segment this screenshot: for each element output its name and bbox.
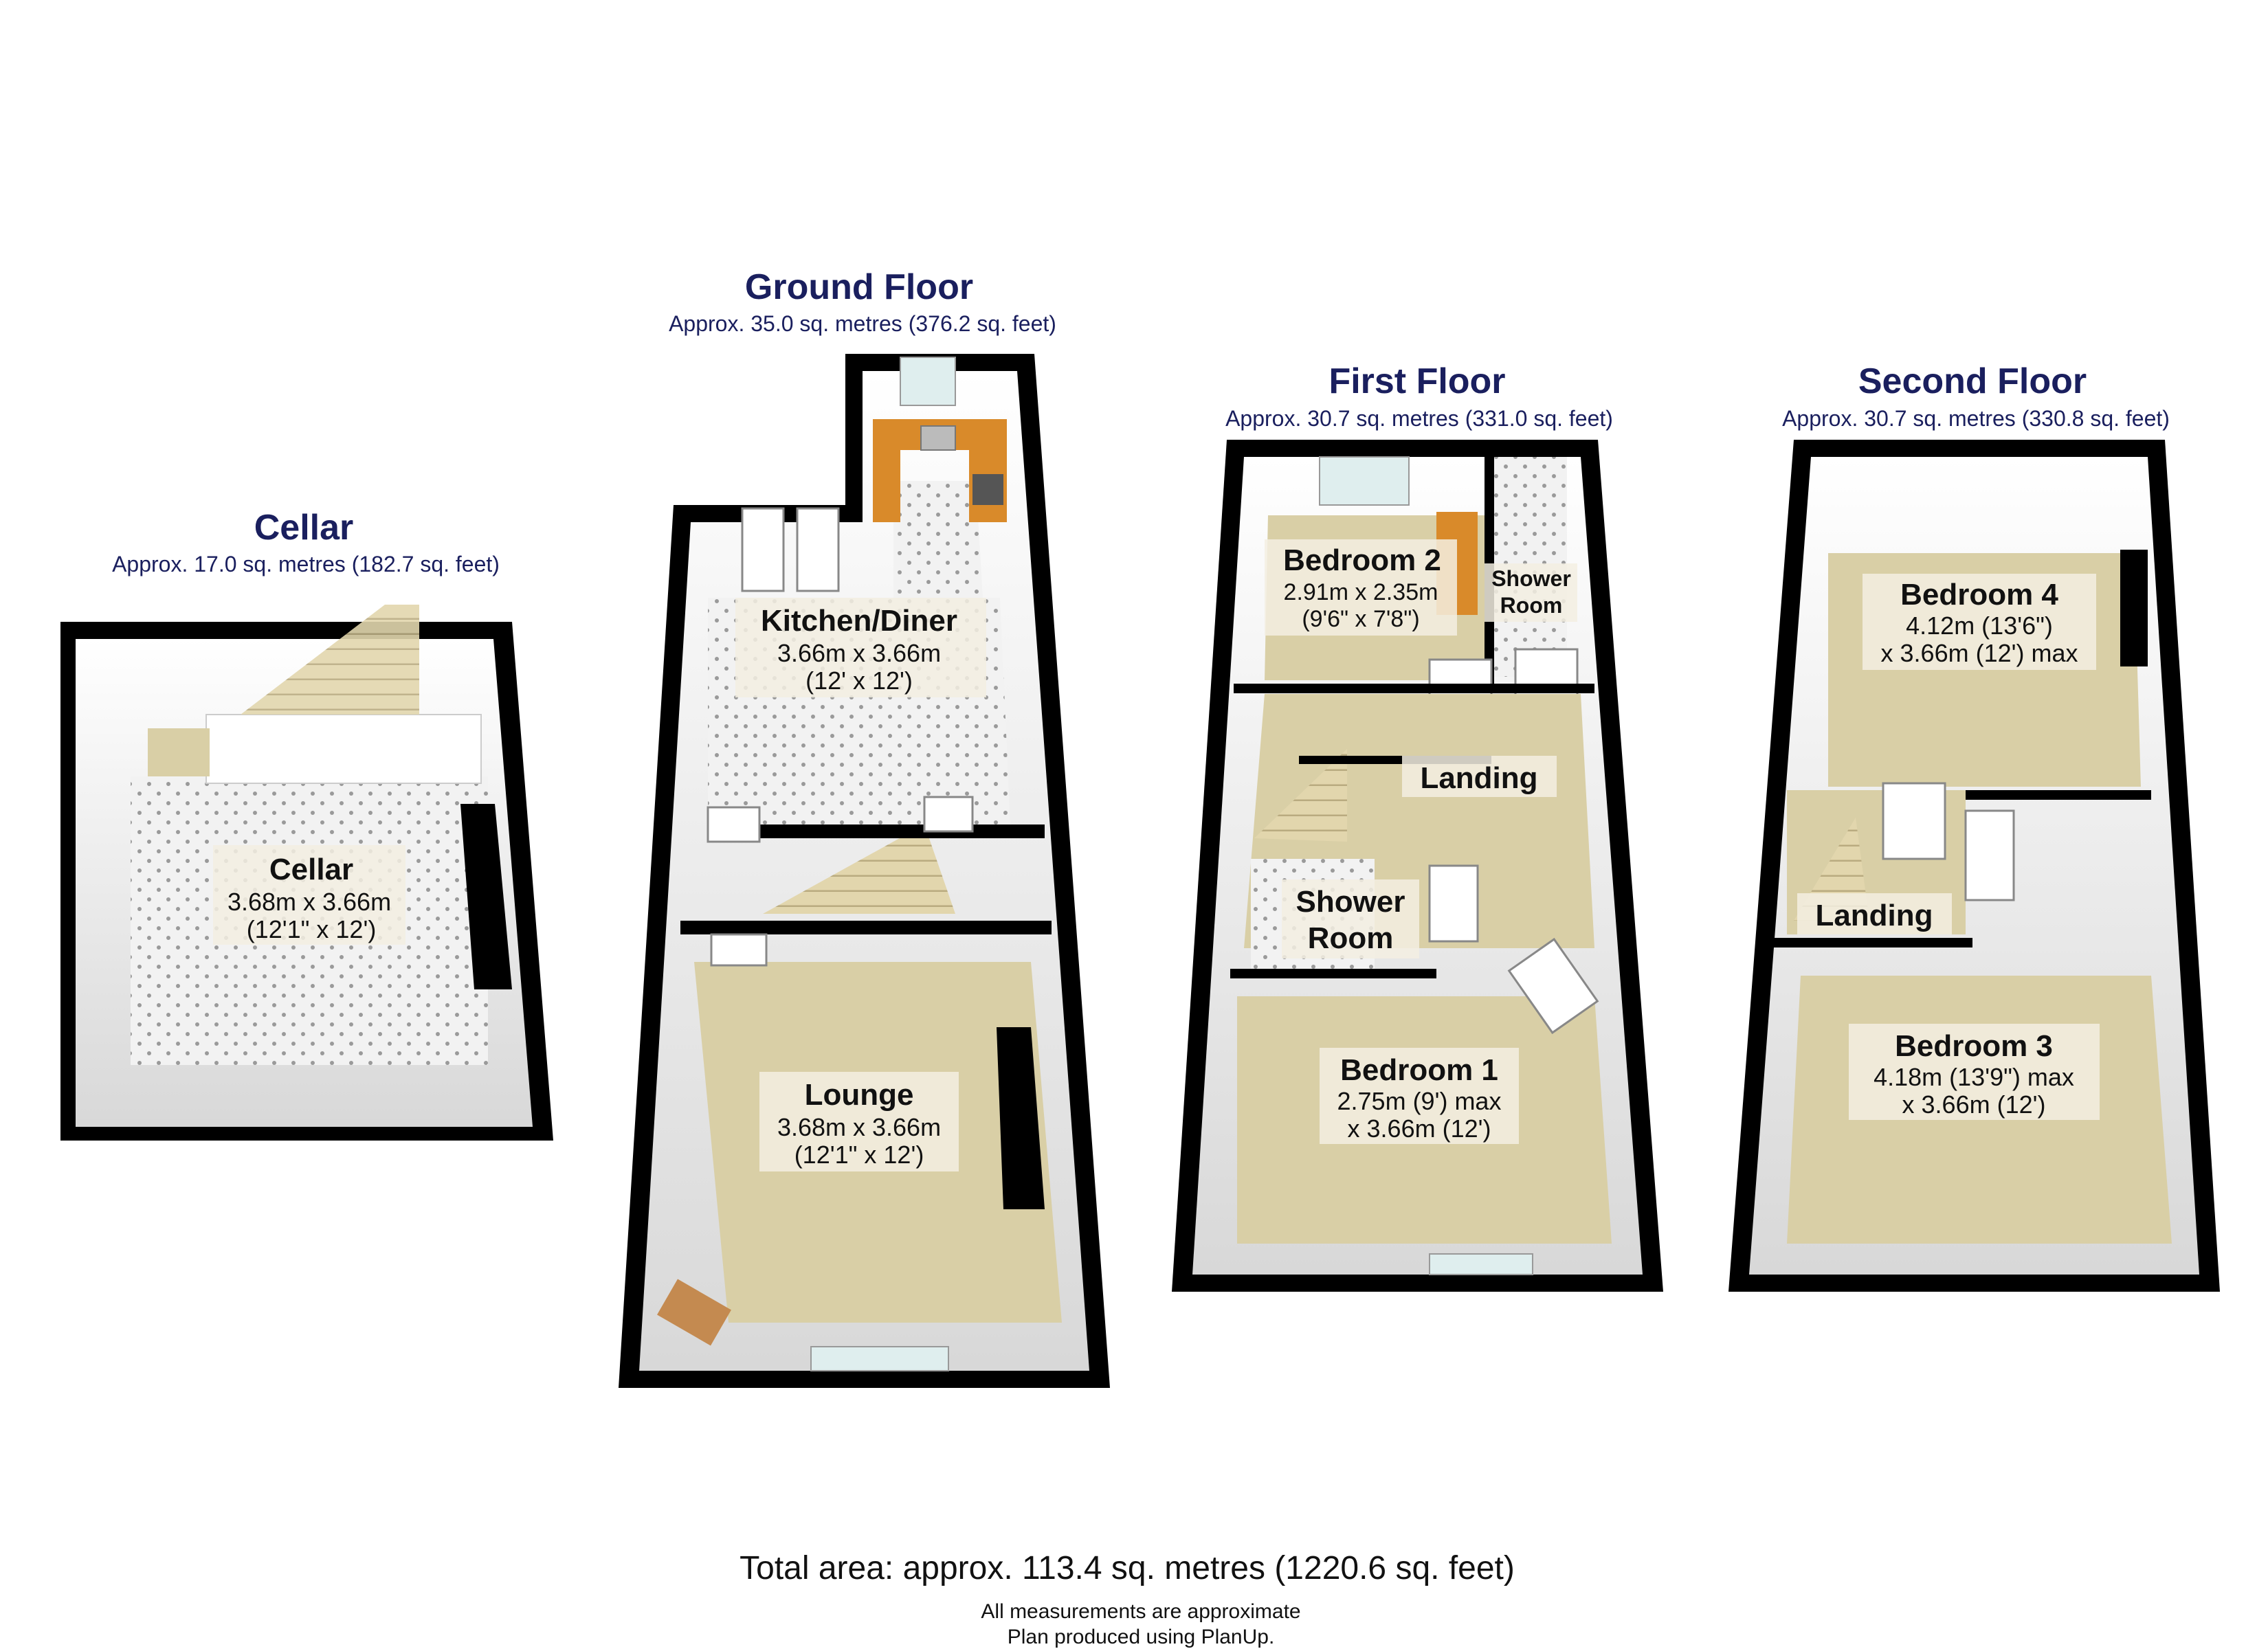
first-landing-label-bg bbox=[1402, 756, 1557, 797]
shower-lower-wall bbox=[1230, 969, 1436, 978]
bedroom4-room-dim1: 4.12m (13'6") bbox=[1906, 612, 2053, 640]
bedroom4-door bbox=[1882, 782, 1946, 860]
bedroom2-room-dim2: (9'6" x 7'8") bbox=[1302, 606, 1419, 632]
first-landing-wall bbox=[1234, 684, 1594, 693]
kitchen-galley-tiles bbox=[893, 481, 983, 598]
footer-note-measurements: All measurements are approximate bbox=[981, 1600, 1300, 1623]
cellar-chimney-breast bbox=[460, 804, 512, 989]
radiator-kitchen-right bbox=[923, 796, 974, 833]
cellar-room-name: Cellar bbox=[269, 853, 353, 886]
second-landing-name: Landing bbox=[1815, 899, 1933, 932]
bedroom4-room-name: Bedroom 4 bbox=[1900, 578, 2058, 612]
ground-floor bbox=[619, 354, 1110, 1388]
kitchen-sink bbox=[920, 425, 956, 451]
bedroom3-room-dim2: x 3.66m (12') bbox=[1902, 1090, 2046, 1119]
cellar-area: Approx. 17.0 sq. metres (182.7 sq. feet) bbox=[112, 552, 500, 576]
bedroom2-room-name: Bedroom 2 bbox=[1283, 543, 1441, 577]
lounge-chimney-breast bbox=[997, 1027, 1045, 1209]
shower-top-name: Shower bbox=[1491, 566, 1571, 591]
bedroom1-door bbox=[1507, 937, 1599, 1035]
bedroom4-wall-right bbox=[2120, 550, 2148, 666]
kitchen-hob bbox=[972, 474, 1003, 505]
cellar-room-dim2: (12'1" x 12') bbox=[247, 915, 377, 943]
shower-lower-door bbox=[1428, 864, 1479, 943]
bedroom1-label-bg bbox=[1320, 1048, 1519, 1144]
shower-top-label-bg bbox=[1485, 563, 1577, 622]
bedroom4-label-bg bbox=[1863, 574, 2096, 670]
lounge-front-door bbox=[657, 1279, 731, 1346]
kitchen-window bbox=[900, 357, 956, 406]
second-landing-wall bbox=[1773, 938, 1972, 947]
patio-door-left bbox=[741, 507, 785, 592]
ground-dividing-wall bbox=[680, 921, 1052, 934]
lounge-label-bg bbox=[759, 1072, 959, 1171]
bedroom4-room-dim2: x 3.66m (12') max bbox=[1881, 639, 2078, 667]
lounge-bay-window bbox=[810, 1346, 949, 1371]
second-title: Second Floor bbox=[1858, 361, 2087, 401]
shower-top-name2: Room bbox=[1500, 593, 1563, 618]
bedroom3-room-dim1: 4.18m (13'9") max bbox=[1874, 1063, 2074, 1091]
cellar-stair-landing bbox=[148, 728, 210, 776]
first-stairs bbox=[1254, 749, 1347, 842]
lounge-room-name: Lounge bbox=[805, 1078, 914, 1112]
footer-note-planup: Plan produced using PlanUp. bbox=[1008, 1626, 1275, 1648]
first-landing-name: Landing bbox=[1420, 761, 1537, 795]
first-title: First Floor bbox=[1328, 361, 1505, 401]
kitchen-room-dim2: (12' x 12') bbox=[805, 666, 913, 695]
bedroom3-wall-top bbox=[1966, 790, 2151, 800]
shower-lower-name2: Room bbox=[1308, 921, 1394, 955]
bedroom2-label-bg bbox=[1265, 539, 1457, 636]
radiator-lounge bbox=[710, 933, 768, 967]
ground-title: Ground Floor bbox=[745, 267, 973, 307]
kitchen-room-name: Kitchen/Diner bbox=[761, 604, 957, 638]
second-landing-label-bg bbox=[1797, 893, 1952, 934]
second-area: Approx. 30.7 sq. metres (330.8 sq. feet) bbox=[1782, 406, 2170, 431]
bedroom3-label-bg bbox=[1849, 1024, 2100, 1120]
ground-stairs bbox=[763, 824, 955, 914]
lounge-room-dim1: 3.68m x 3.66m bbox=[777, 1113, 941, 1141]
bedroom1-room-dim1: 2.75m (9') max bbox=[1337, 1087, 1502, 1115]
ground-area: Approx. 35.0 sq. metres (376.2 sq. feet) bbox=[669, 311, 1056, 336]
second-floor bbox=[1728, 440, 2220, 1292]
bedroom1-window bbox=[1429, 1253, 1533, 1275]
radiator-kitchen-left bbox=[707, 806, 761, 843]
bedroom2-room-dim1: 2.91m x 2.35m bbox=[1284, 579, 1438, 605]
bedroom1-room-dim2: x 3.66m (12') bbox=[1348, 1114, 1491, 1143]
total-area: Total area: approx. 113.4 sq. metres (12… bbox=[740, 1550, 1515, 1586]
cellar-label-bg bbox=[213, 845, 405, 945]
cellar-room-dim1: 3.68m x 3.66m bbox=[227, 888, 391, 916]
bedroom2-window bbox=[1319, 456, 1410, 506]
kitchen-label-bg bbox=[735, 598, 986, 697]
bedroom3-door bbox=[1964, 809, 2015, 901]
kitchen-room-dim1: 3.66m x 3.66m bbox=[777, 639, 941, 667]
first-area: Approx. 30.7 sq. metres (331.0 sq. feet) bbox=[1225, 406, 1613, 431]
shower-lower-name: Shower bbox=[1296, 885, 1405, 919]
shower-lower-label-bg bbox=[1282, 879, 1419, 958]
cellar-stairs bbox=[241, 605, 419, 715]
patio-door-right bbox=[796, 507, 840, 592]
cellar-back-wall bbox=[205, 714, 482, 784]
cellar-floor bbox=[60, 605, 553, 1141]
bedroom3-room-name: Bedroom 3 bbox=[1895, 1029, 2053, 1063]
lounge-room-dim2: (12'1" x 12') bbox=[794, 1141, 924, 1169]
cellar-title: Cellar bbox=[254, 508, 354, 548]
bedroom1-room-name: Bedroom 1 bbox=[1340, 1053, 1498, 1087]
